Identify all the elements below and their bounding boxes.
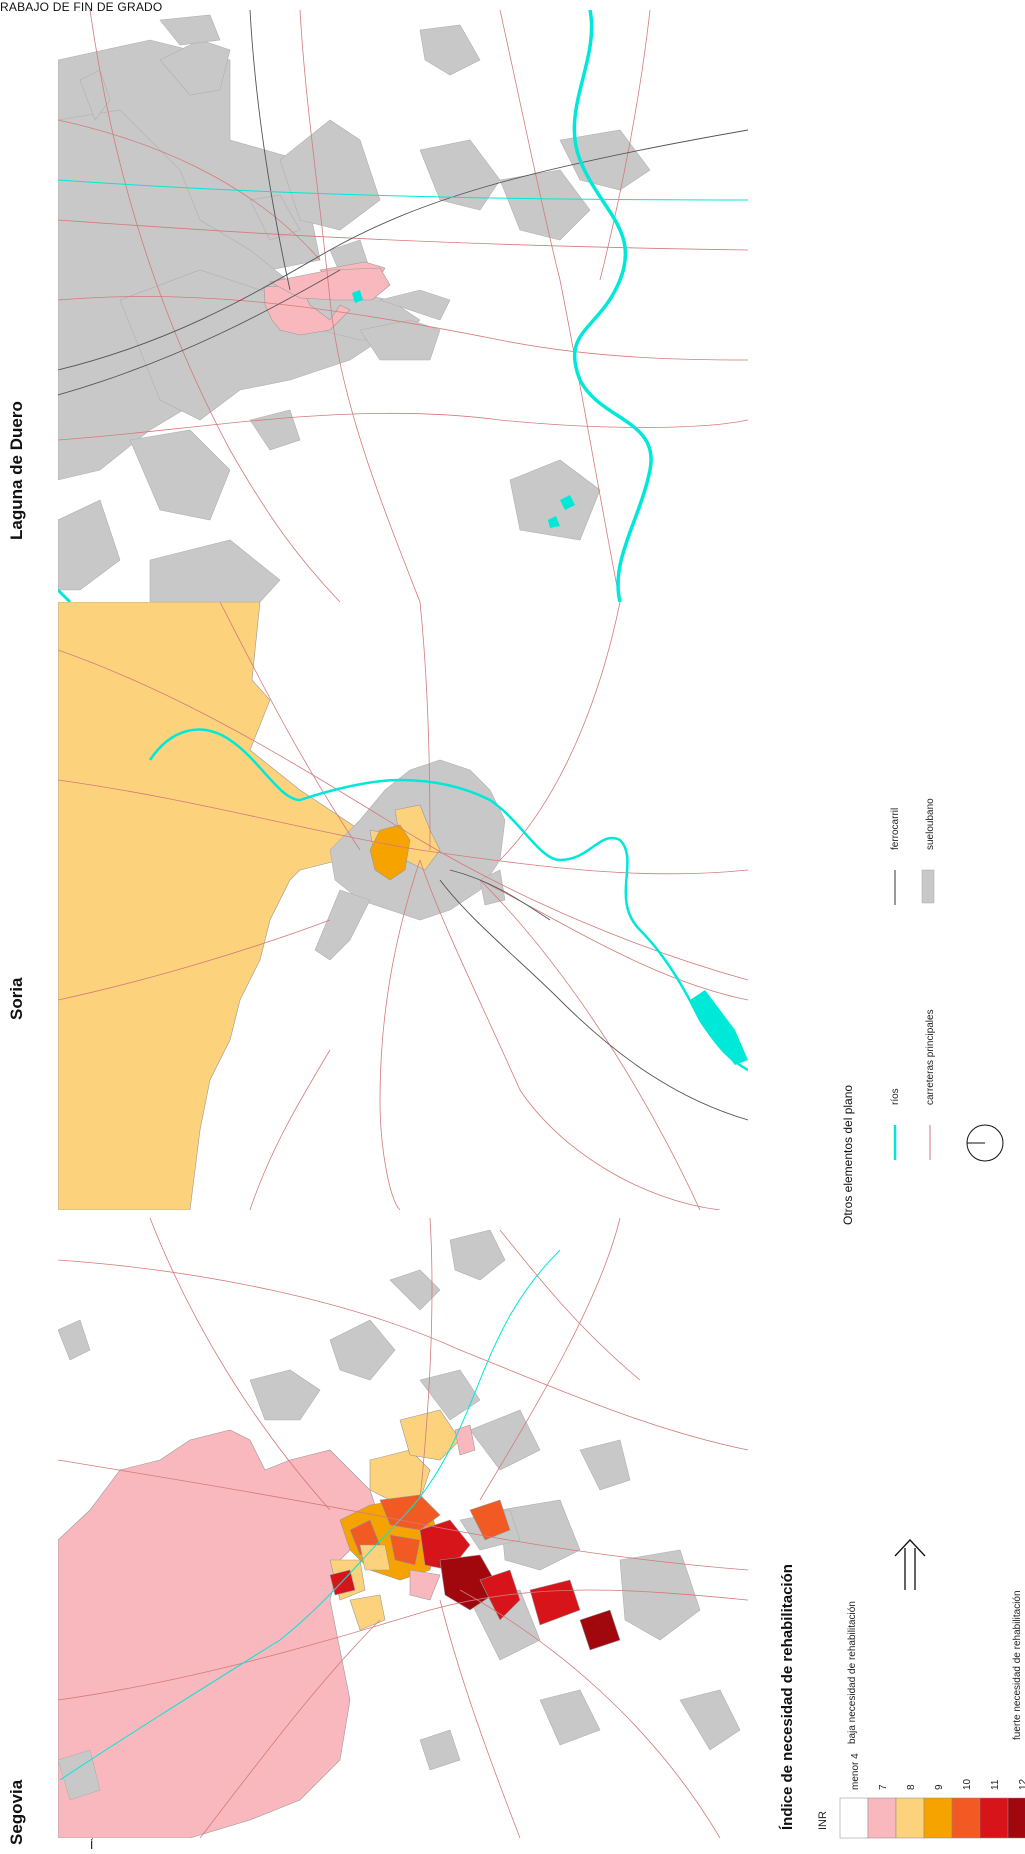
railway-lines [439, 869, 748, 1121]
legend-class-labels: menor 4 7 8 9 10 11 12 [850, 1753, 1025, 1790]
railway-lines [58, 10, 748, 396]
road-lines [58, 1218, 748, 1838]
legend-item-ferrocarril: ferrocarril [890, 808, 901, 905]
legend-high-label: fuerte necesidad de rehabilitación [1012, 1590, 1023, 1740]
legend-item-carreteras: carreteras principales [925, 1009, 936, 1160]
north-arrow-icon [966, 1124, 1004, 1162]
legend-swatch-1 [839, 1797, 869, 1839]
road-lines [58, 602, 748, 1210]
legend-swatch-4 [923, 1797, 953, 1839]
legend-class-label-4: 9 [934, 1784, 945, 1790]
legend-item-carreteras-label: carreteras principales [925, 1009, 936, 1105]
map-soria[interactable] [58, 602, 748, 1210]
legend: Índice de necesidad de rehabilitación IN… [779, 798, 1025, 1839]
legend-low-label: baja necesidad de rehabilitación [847, 1601, 858, 1744]
map-segovia[interactable] [58, 1218, 748, 1838]
legend-swatch-2 [867, 1797, 897, 1839]
reservoir-shape [690, 990, 748, 1065]
legend-class-label-6: 11 [990, 1779, 1001, 1790]
urban-land-areas [58, 14, 651, 602]
pond-shapes [352, 290, 575, 528]
legend-swatch-7 [1007, 1797, 1025, 1839]
map-laguna-de-duero[interactable] [58, 10, 748, 602]
legend-item-rios: ríos [890, 1088, 901, 1160]
legend-other-title: Otros elementos del plano [841, 1085, 855, 1225]
footer-text: Í [90, 1838, 94, 1852]
legend-swatch-5 [951, 1797, 981, 1839]
inr-area-soria-8-large [58, 602, 361, 1210]
river-lines [59, 1249, 561, 1781]
header-text: RABAJO DE FIN DE GRADO [0, 0, 163, 14]
legend-title: Índice de necesidad de rehabilitación [779, 1564, 796, 1830]
legend-class-label-2: 7 [878, 1784, 889, 1790]
legend-class-label-3: 8 [906, 1784, 917, 1790]
inr-area-soria-9 [369, 824, 411, 881]
legend-swatch-6 [979, 1797, 1009, 1839]
legend-class-label-5: 10 [962, 1778, 973, 1790]
legend-class-label-1: menor 4 [850, 1753, 861, 1790]
legend-class-label-7: 12 [1018, 1778, 1025, 1790]
inr-area-segovia-7-large [58, 1429, 381, 1838]
double-arrow-icon [894, 1539, 926, 1590]
road-lines [58, 10, 748, 602]
map-title-laguna-de-duero: Laguna de Duero [7, 401, 26, 540]
river-lines [58, 10, 748, 602]
legend-inr-label: INR [817, 1811, 829, 1830]
legend-item-rios-label: ríos [890, 1088, 901, 1105]
legend-swatch-3 [895, 1797, 925, 1839]
legend-item-ferrocarril-label: ferrocarril [890, 808, 901, 850]
river-lines [148, 728, 748, 1072]
legend-item-suelourbano: sueloubano [921, 798, 936, 904]
legend-item-suelourbano-label: sueloubano [925, 798, 936, 850]
inr-areas-segovia [329, 1409, 621, 1651]
map-title-segovia: Segovia [7, 1779, 26, 1845]
legend-color-scale [839, 1797, 1025, 1839]
map-title-soria: Soria [7, 977, 26, 1020]
urban-land-swatch-icon [921, 869, 935, 904]
